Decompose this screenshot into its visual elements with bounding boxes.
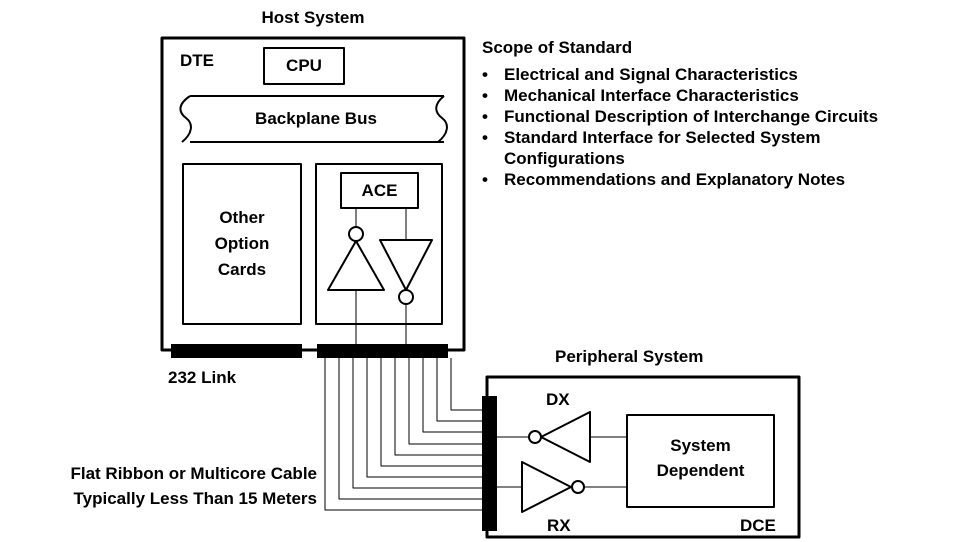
cpu-box xyxy=(263,47,345,85)
dce-label: DCE xyxy=(740,516,776,535)
system-dependent-box xyxy=(626,414,775,508)
host-system-box xyxy=(160,36,466,352)
link-connector-left xyxy=(171,344,302,358)
dx-label: DX xyxy=(546,390,570,409)
driver-bubble xyxy=(348,226,364,242)
rx-bubble xyxy=(571,480,585,494)
backplane-bus-label: Backplane Bus xyxy=(255,109,377,128)
system-dependent-line2: Dependent xyxy=(656,461,745,480)
receiver-triangle xyxy=(379,239,433,291)
peripheral-system-box xyxy=(485,375,801,539)
scope-item-4-line1: Standard Interface for Selected System xyxy=(504,128,821,147)
ace-label: ACE xyxy=(361,181,398,200)
other-cards-line2: Option xyxy=(214,234,270,253)
scope-list: Electrical and Signal Characteristics Me… xyxy=(480,64,878,190)
other-option-cards-box xyxy=(182,163,302,325)
peripheral-system-title: Peripheral System xyxy=(555,347,704,366)
ribbon-cable xyxy=(324,358,482,511)
rx-triangle xyxy=(521,461,572,513)
other-cards-line1: Other xyxy=(219,208,265,227)
interface-card-box xyxy=(315,163,443,325)
cable-description-line1: Flat Ribbon or Multicore Cable xyxy=(70,464,317,483)
ace-box xyxy=(340,172,419,209)
cable-description-line2: Typically Less Than 15 Meters xyxy=(73,489,317,508)
driver-triangle xyxy=(327,240,385,291)
system-dependent-line1: System xyxy=(670,436,731,455)
receiver-bubble xyxy=(398,289,414,305)
cpu-label: CPU xyxy=(286,56,322,75)
scope-item-4-line2: Configurations xyxy=(504,149,625,168)
scope-item: Recommendations and Explanatory Notes xyxy=(480,169,878,190)
scope-item: Functional Description of Interchange Ci… xyxy=(480,106,878,127)
rx-label: RX xyxy=(547,516,571,535)
backplane-bus-shape xyxy=(179,95,448,143)
dte-label: DTE xyxy=(180,51,214,70)
other-cards-line3: Cards xyxy=(217,260,267,279)
peripheral-connector xyxy=(482,396,497,531)
dx-bubble xyxy=(528,430,542,444)
link-label: 232 Link xyxy=(168,368,237,387)
scope-title: Scope of Standard xyxy=(482,38,633,57)
scope-item: Electrical and Signal Characteristics xyxy=(480,64,878,85)
scope-item: Mechanical Interface Characteristics xyxy=(480,85,878,106)
link-connector-right xyxy=(317,344,448,358)
dx-triangle xyxy=(540,411,591,463)
host-system-title: Host System xyxy=(261,8,365,27)
scope-item-multiline: Standard Interface for Selected SystemCo… xyxy=(480,127,878,169)
